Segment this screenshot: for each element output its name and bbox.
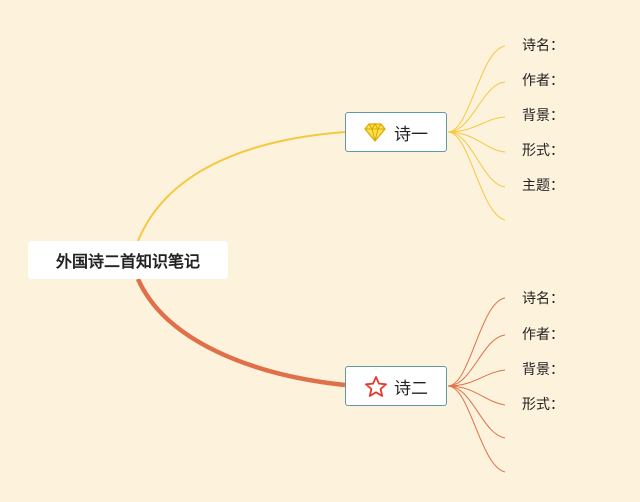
leaf-poem1-background[interactable]: 背景：	[522, 108, 564, 124]
root-node[interactable]: 外国诗二首知识笔记	[28, 241, 228, 279]
diamond-icon	[364, 121, 386, 143]
branch-label-poem1: 诗一	[394, 124, 428, 145]
branch2-fan	[447, 297, 506, 473]
leaf-poem2-form[interactable]: 形式：	[522, 397, 564, 413]
branch1-fan	[447, 45, 506, 221]
star-icon	[364, 375, 387, 397]
branch-label-poem2: 诗二	[394, 378, 428, 399]
branch-node-poem1[interactable]: 诗一	[345, 112, 447, 152]
branch-node-poem2[interactable]: 诗二	[345, 366, 447, 406]
leaf-poem2-title[interactable]: 诗名：	[522, 291, 564, 307]
leaf-poem1-theme[interactable]: 主题：	[522, 178, 564, 194]
leaf-poem1-author[interactable]: 作者：	[522, 73, 564, 89]
root-label: 外国诗二首知识笔记	[55, 252, 200, 271]
leaf-poem2-background[interactable]: 背景：	[522, 362, 564, 378]
connector-root-branch1	[137, 131, 346, 242]
leaf-poem2-author[interactable]: 作者：	[522, 327, 564, 343]
connector-root-branch2	[135, 278, 346, 388]
leaf-poem1-form[interactable]: 形式：	[522, 143, 564, 159]
leaf-poem1-title[interactable]: 诗名：	[522, 38, 564, 54]
